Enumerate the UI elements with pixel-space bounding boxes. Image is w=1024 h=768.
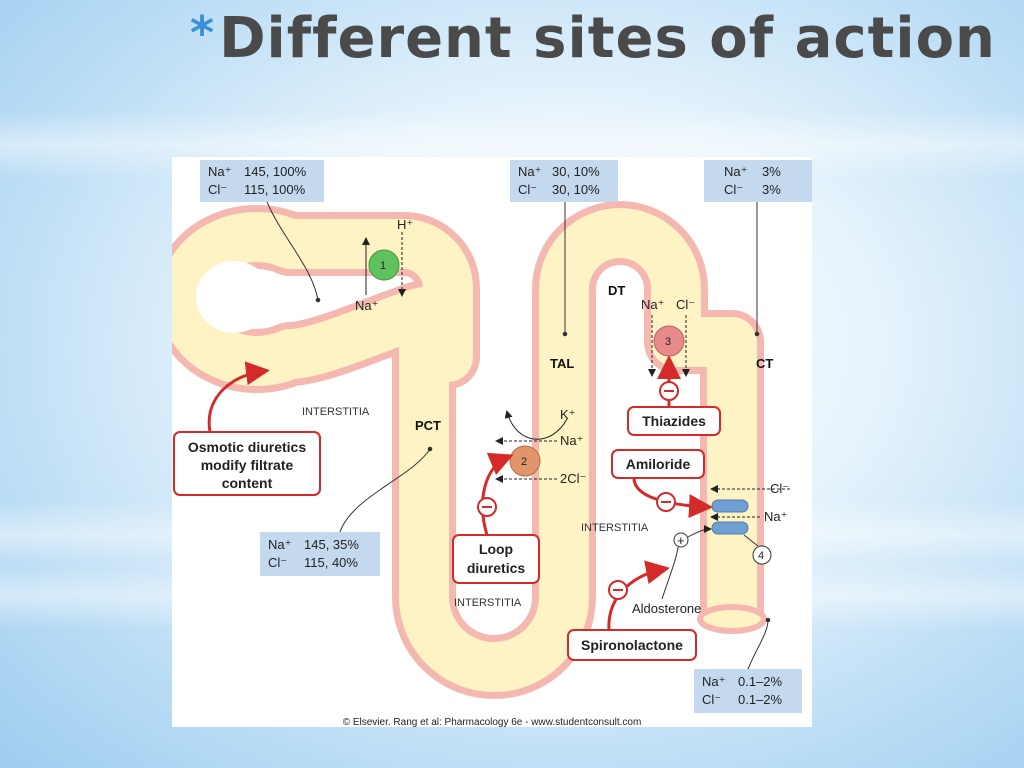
info-box-top-mid: Na⁺ 30, 10% Cl⁻ 30, 10% xyxy=(510,160,618,202)
info-box-mid-left: Na⁺ 145, 35% Cl⁻ 115, 40% xyxy=(260,532,380,576)
spironolactone-box: Spironolactone xyxy=(567,560,697,661)
drug-label: Amiloride xyxy=(626,456,691,472)
interstitia-label: INTERSTITIA xyxy=(581,522,649,534)
title-star: * xyxy=(190,6,216,60)
ion-value: 115, 100% xyxy=(244,182,306,197)
channel-na xyxy=(711,521,749,535)
drug-label: Thiazides xyxy=(642,413,706,429)
info-box-top-left: Na⁺ 145, 100% Cl⁻ 115, 100% xyxy=(200,160,324,202)
ion-label: Cl⁻ xyxy=(208,182,227,197)
drug-label: Loop xyxy=(479,541,513,557)
interstitia-label: INTERSTITIA xyxy=(454,597,522,609)
bowman-capsule-lumen xyxy=(196,261,272,333)
ion-label: Na⁺ xyxy=(518,164,541,179)
aldosterone: Aldosterone + xyxy=(632,525,712,616)
transporter-number: 4 xyxy=(758,550,764,562)
ion-value: 145, 100% xyxy=(244,164,307,179)
ion-label: Na⁺ xyxy=(208,164,231,179)
ion-label: Na⁺ xyxy=(702,674,725,689)
transporter-number: 1 xyxy=(380,260,386,272)
channel-cl xyxy=(711,499,749,513)
ion-value: 30, 10% xyxy=(552,164,600,179)
ion-label-na: Na⁺ xyxy=(764,509,787,524)
drug-label: modify filtrate xyxy=(201,457,294,473)
nephron-diagram: Na⁺ 145, 100% Cl⁻ 115, 100% Na⁺ 30, 10% … xyxy=(172,160,812,727)
interstitia-label: INTERSTITIA xyxy=(302,406,370,418)
credit-line: © Elsevier. Rang et al: Pharmacology 6e … xyxy=(343,717,642,727)
title-text: Different sites of action xyxy=(219,6,996,71)
ion-label-na: Na⁺ xyxy=(355,298,378,313)
ion-label-h: H⁺ xyxy=(397,217,413,232)
transporter-number: 3 xyxy=(665,336,671,348)
ion-value: 115, 40% xyxy=(304,555,358,570)
transporter-2: 2 K⁺ Na⁺ 2Cl⁻ xyxy=(495,407,586,486)
segment-label-tal: TAL xyxy=(550,356,574,371)
ion-label: Na⁺ xyxy=(268,537,291,552)
ion-label-cl: Cl⁻ xyxy=(676,297,695,312)
plus-sign: + xyxy=(677,533,685,548)
info-box-bottom-right: Na⁺ 0.1–2% Cl⁻ 0.1–2% xyxy=(694,669,802,713)
segment-label-pct: PCT xyxy=(415,418,441,433)
aldosterone-label: Aldosterone xyxy=(632,601,701,616)
ion-value: 145, 35% xyxy=(304,537,359,552)
ion-label: Cl⁻ xyxy=(518,182,537,197)
ct-channels: Cl⁻ Na⁺ 4 xyxy=(710,481,790,565)
loop-diuretics-box: Loop diuretics xyxy=(452,452,540,584)
ion-label-na: Na⁺ xyxy=(641,297,664,312)
ion-value: 0.1–2% xyxy=(738,674,783,689)
transporter-number: 2 xyxy=(521,456,527,468)
drug-label: content xyxy=(222,475,273,491)
ion-label-2cl: 2Cl⁻ xyxy=(560,471,586,486)
amiloride-box: Amiloride xyxy=(611,449,713,519)
nephron-tubule xyxy=(172,201,767,699)
drug-label: diuretics xyxy=(467,560,526,576)
segment-label-dt: DT xyxy=(608,283,625,298)
ion-label: Na⁺ xyxy=(724,164,747,179)
ion-label: Cl⁻ xyxy=(702,692,721,707)
drug-label: Osmotic diuretics xyxy=(188,439,306,455)
ion-label-cl: Cl⁻ xyxy=(770,481,789,496)
ion-label: Cl⁻ xyxy=(724,182,743,197)
ion-value: 30, 10% xyxy=(552,182,600,197)
collecting-duct-opening xyxy=(697,604,767,634)
thiazides-box: Thiazides xyxy=(627,355,721,436)
slide-title: *Different sites of action xyxy=(190,6,995,96)
transporter-1: 1 H⁺ Na⁺ xyxy=(355,217,413,313)
ion-value: 3% xyxy=(762,164,781,179)
transporter-3: 3 Na⁺ Cl⁻ xyxy=(641,297,695,377)
ion-label-na: Na⁺ xyxy=(560,433,583,448)
ion-label-k: K⁺ xyxy=(560,407,576,422)
ion-value: 0.1–2% xyxy=(738,692,783,707)
ion-value: 3% xyxy=(762,182,781,197)
segment-label-ct: CT xyxy=(756,356,773,371)
drug-label: Spironolactone xyxy=(581,637,683,653)
osmotic-diuretics-box: Osmotic diuretics modify filtrate conten… xyxy=(173,361,321,496)
ion-label: Cl⁻ xyxy=(268,555,287,570)
nephron-diagram-panel: Na⁺ 145, 100% Cl⁻ 115, 100% Na⁺ 30, 10% … xyxy=(172,157,812,727)
box-pointer-lines xyxy=(266,201,771,670)
info-box-top-right: Na⁺ 3% Cl⁻ 3% xyxy=(704,160,812,202)
